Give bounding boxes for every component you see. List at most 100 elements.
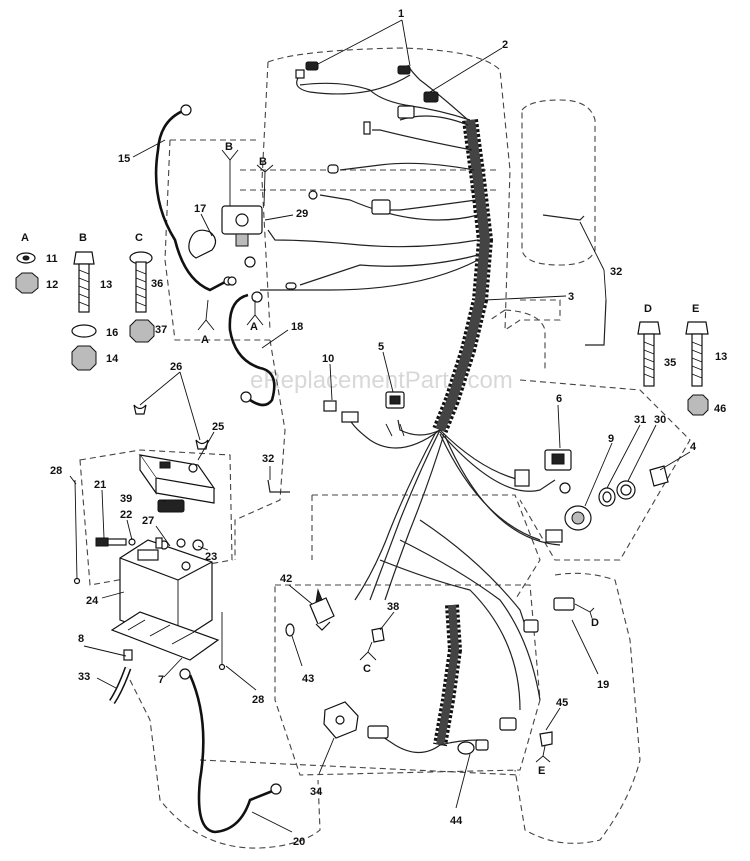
header-E: E xyxy=(692,303,699,315)
callout-37: 37 xyxy=(155,324,167,336)
callout-32-b: 32 xyxy=(262,453,274,465)
connector-10 xyxy=(323,400,359,423)
callout-22: 22 xyxy=(120,509,132,521)
callout-44: 44 xyxy=(450,815,463,827)
callout-18: 18 xyxy=(291,321,303,333)
callout-15: 15 xyxy=(118,153,130,165)
callout-26: 26 xyxy=(170,361,182,373)
battery-tray-7 xyxy=(110,611,220,661)
ground-38 xyxy=(359,627,385,661)
callout-16: 16 xyxy=(106,327,118,339)
ground-letter-B1: B xyxy=(225,141,233,153)
switch-34 xyxy=(323,701,359,739)
bolt-35 xyxy=(637,321,661,387)
wire-32 xyxy=(267,214,607,493)
nut-30 xyxy=(616,480,636,500)
callout-25: 25 xyxy=(212,421,224,433)
wiring-harness xyxy=(260,64,561,754)
callout-12: 12 xyxy=(46,279,58,291)
wingnuts-26 xyxy=(133,404,209,450)
callout-42: 42 xyxy=(280,573,292,585)
callout-8: 8 xyxy=(78,633,84,645)
callout-13: 13 xyxy=(100,279,112,291)
callout-27: 27 xyxy=(142,515,154,527)
watermark: eReplacementParts.com xyxy=(250,367,513,394)
callout-19: 19 xyxy=(597,679,609,691)
header-C: C xyxy=(135,232,143,244)
header-B: B xyxy=(79,232,87,244)
relay-5 xyxy=(385,391,405,437)
ground-letter-E: E xyxy=(538,765,545,777)
callout-7: 7 xyxy=(158,674,164,686)
ring-43 xyxy=(285,623,295,637)
connector-2 xyxy=(285,91,439,290)
callout-38: 38 xyxy=(387,601,399,613)
hardware-A xyxy=(15,252,39,294)
callout-45: 45 xyxy=(556,697,568,709)
callout-24: 24 xyxy=(86,595,99,607)
callout-36: 36 xyxy=(151,278,163,290)
bolt-36 xyxy=(129,251,155,343)
header-A: A xyxy=(21,232,29,244)
ground-letter-D: D xyxy=(591,617,599,629)
boot-17 xyxy=(188,229,217,259)
callout-39: 39 xyxy=(120,493,132,505)
callout-43: 43 xyxy=(302,673,314,685)
callout-14: 14 xyxy=(106,353,119,365)
ground-45 xyxy=(535,731,553,763)
callout-13-e: 13 xyxy=(715,351,727,363)
vent-tube-33 xyxy=(109,649,133,704)
bolt-13 xyxy=(71,251,97,371)
callout-10: 10 xyxy=(322,353,334,365)
callout-5: 5 xyxy=(378,341,384,353)
switch-42 xyxy=(309,588,335,631)
callout-28: 28 xyxy=(50,465,62,477)
ground-letter-A1: A xyxy=(201,334,209,346)
callout-9: 9 xyxy=(608,433,614,445)
callout-2: 2 xyxy=(502,39,508,51)
cable-15 xyxy=(154,104,233,292)
callout-32: 32 xyxy=(610,266,622,278)
rod-28 xyxy=(73,479,226,671)
relay-6 xyxy=(514,449,572,494)
callout-11: 11 xyxy=(46,253,58,265)
connector-44 xyxy=(367,725,489,755)
callout-labels: 1 2 3 4 5 6 7 8 9 10 11 12 13 13 14 15 1… xyxy=(46,8,727,848)
leader-lines xyxy=(69,19,691,833)
header-D: D xyxy=(644,303,652,315)
callout-20: 20 xyxy=(293,836,305,848)
connector-19 xyxy=(499,597,595,731)
ground-A xyxy=(197,299,264,331)
callout-34: 34 xyxy=(310,786,323,798)
callout-33: 33 xyxy=(78,671,90,683)
ground-letter-A2: A xyxy=(250,321,258,333)
callout-46: 46 xyxy=(714,403,726,415)
cable-20 xyxy=(179,668,282,834)
chassis-outline xyxy=(79,47,691,849)
callout-4: 4 xyxy=(690,441,697,453)
battery-holddown-25 xyxy=(138,454,216,504)
callout-35: 35 xyxy=(664,357,676,369)
plug-4 xyxy=(649,465,669,487)
bezel-31 xyxy=(598,487,616,507)
ignition-switch-9 xyxy=(545,505,592,543)
ground-letter-B2: B xyxy=(259,156,267,168)
callout-30: 30 xyxy=(654,414,666,426)
bolt-13-E xyxy=(685,321,709,416)
letter-labels: A B C D E B B A A C D E xyxy=(21,141,699,777)
cable-18 xyxy=(228,293,276,407)
pad-39 xyxy=(157,499,185,513)
callout-17: 17 xyxy=(194,203,206,215)
callout-29: 29 xyxy=(296,208,308,220)
solenoid-29 xyxy=(221,149,274,303)
callout-21: 21 xyxy=(94,479,106,491)
callout-3: 3 xyxy=(568,291,574,303)
callout-28-b: 28 xyxy=(252,694,264,706)
connector-leads-1 xyxy=(295,61,411,95)
callout-6: 6 xyxy=(556,393,562,405)
callout-31: 31 xyxy=(634,414,646,426)
ground-letter-C: C xyxy=(363,663,371,675)
callout-1: 1 xyxy=(398,8,404,20)
callout-23: 23 xyxy=(205,551,217,563)
